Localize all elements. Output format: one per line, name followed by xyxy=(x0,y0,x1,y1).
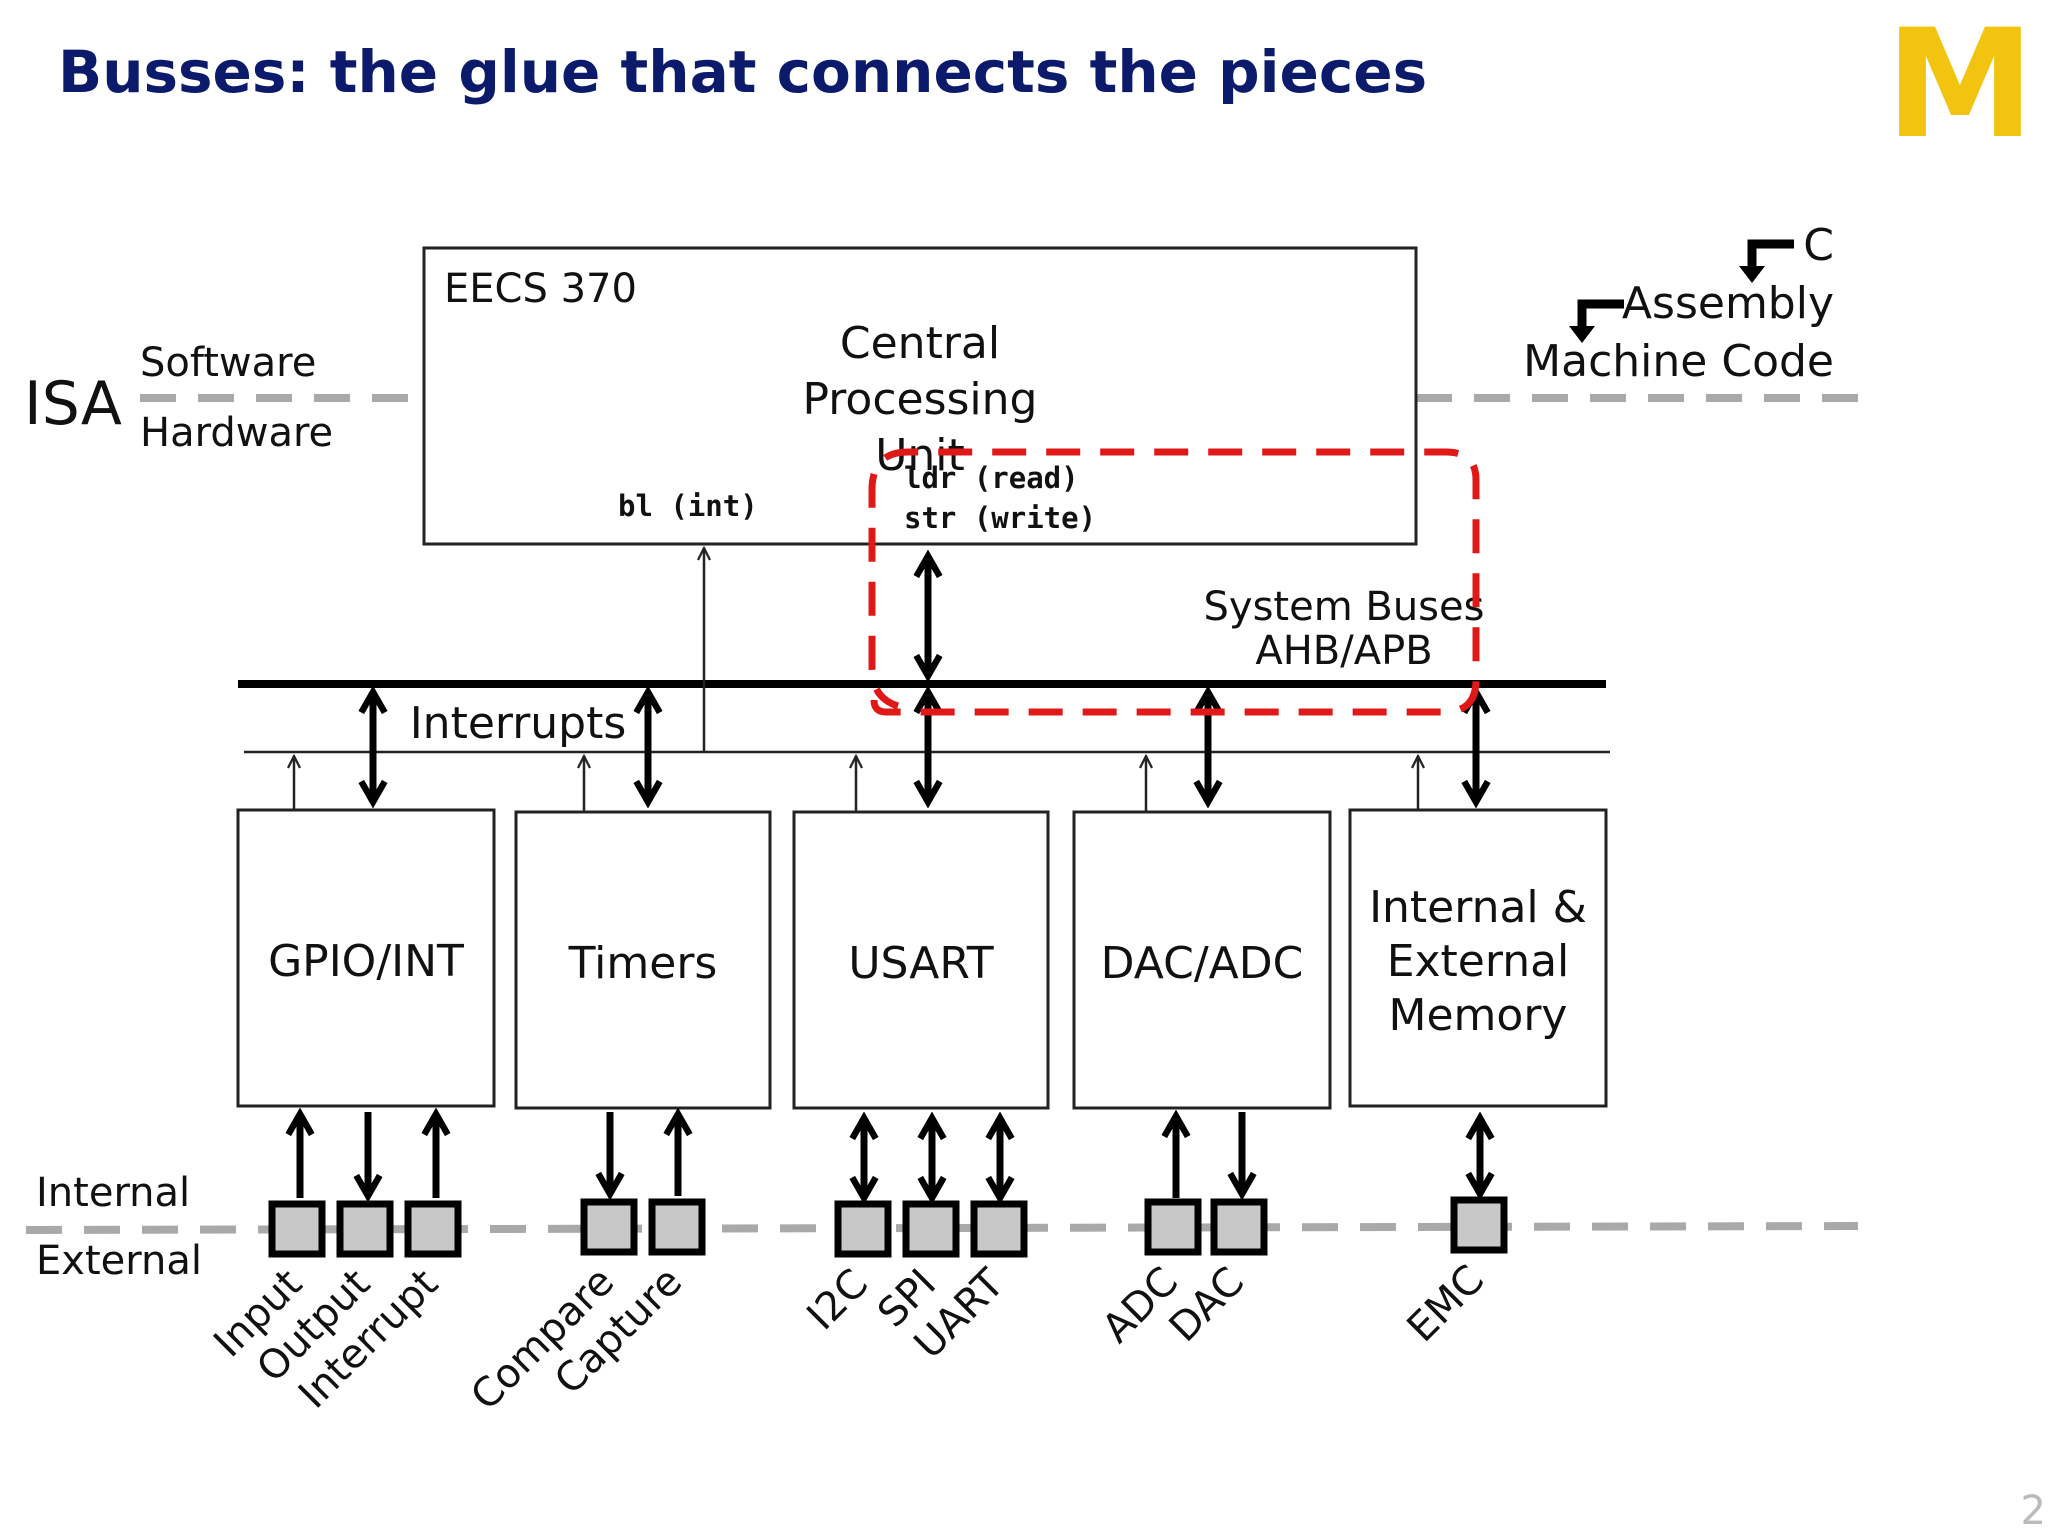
slide-title: Busses: the glue that connects the piece… xyxy=(58,38,1427,106)
spi-pin xyxy=(902,1200,960,1258)
assembly-level-label: Assembly xyxy=(1622,278,1834,329)
assembly-to-machine-arrowhead xyxy=(1569,326,1595,343)
interrupts-label: Interrupts xyxy=(410,698,627,749)
uart-pin xyxy=(970,1200,1028,1258)
usart-label: USART xyxy=(848,938,993,989)
gpio-int-box xyxy=(236,808,496,1108)
dac-pin-label: DAC xyxy=(1161,1259,1253,1351)
interrupt-pin xyxy=(404,1200,462,1258)
memory-label-line-1: Internal & xyxy=(1369,882,1587,933)
c-level-label: C xyxy=(1803,220,1834,271)
timers-box xyxy=(514,810,772,1110)
cpu-course-label: EECS 370 xyxy=(444,266,637,312)
cpu-name-line-2: Processing xyxy=(803,374,1038,425)
usart-box xyxy=(792,810,1050,1110)
internal-external-boundary-line xyxy=(25,1222,1859,1234)
ldr-instruction: ldr (read) xyxy=(904,461,1079,495)
dac-adc-label: DAC/ADC xyxy=(1101,938,1304,989)
timers-label: Timers xyxy=(568,938,718,989)
internal-label: Internal xyxy=(36,1170,190,1216)
emc-pin xyxy=(1450,1196,1508,1254)
isa-label: ISA xyxy=(24,369,122,439)
dac-adc-box xyxy=(1072,810,1332,1110)
system-buses-label: System Buses xyxy=(1204,584,1485,630)
adc-pin xyxy=(1144,1198,1202,1256)
machine-code-level-label: Machine Code xyxy=(1523,336,1834,387)
gpio-int-label: GPIO/INT xyxy=(268,936,464,987)
compare-pin xyxy=(580,1198,638,1256)
bl-instruction: bl (int) xyxy=(618,489,758,523)
c-to-assembly-arrowhead xyxy=(1739,266,1765,283)
software-label: Software xyxy=(140,340,316,386)
capture-pin xyxy=(648,1198,706,1256)
page-number: 2 xyxy=(2021,1488,2046,1534)
i2c-pin xyxy=(834,1200,892,1258)
external-label: External xyxy=(36,1238,202,1284)
hardware-label: Hardware xyxy=(140,410,333,456)
university-logo: M xyxy=(1885,0,2034,172)
cpu-name-line-1: Central xyxy=(840,318,1000,369)
str-instruction: str (write) xyxy=(904,501,1096,535)
emc-pin-label: EMC xyxy=(1399,1257,1494,1352)
memory-label-line-3: Memory xyxy=(1389,990,1568,1041)
memory-label-line-2: External xyxy=(1387,936,1570,987)
bus-protocol-label: AHB/APB xyxy=(1255,628,1432,674)
i2c-pin-label: I2C xyxy=(798,1261,877,1340)
output-pin xyxy=(336,1200,394,1258)
assembly-to-machine-arrow xyxy=(1577,299,1624,328)
cpu-box xyxy=(422,246,1418,546)
input-pin xyxy=(268,1200,326,1258)
dac-pin xyxy=(1210,1198,1268,1256)
c-to-assembly-arrow xyxy=(1747,239,1794,268)
memory-box xyxy=(1348,808,1608,1108)
bus-highlight-outline xyxy=(868,448,1480,716)
